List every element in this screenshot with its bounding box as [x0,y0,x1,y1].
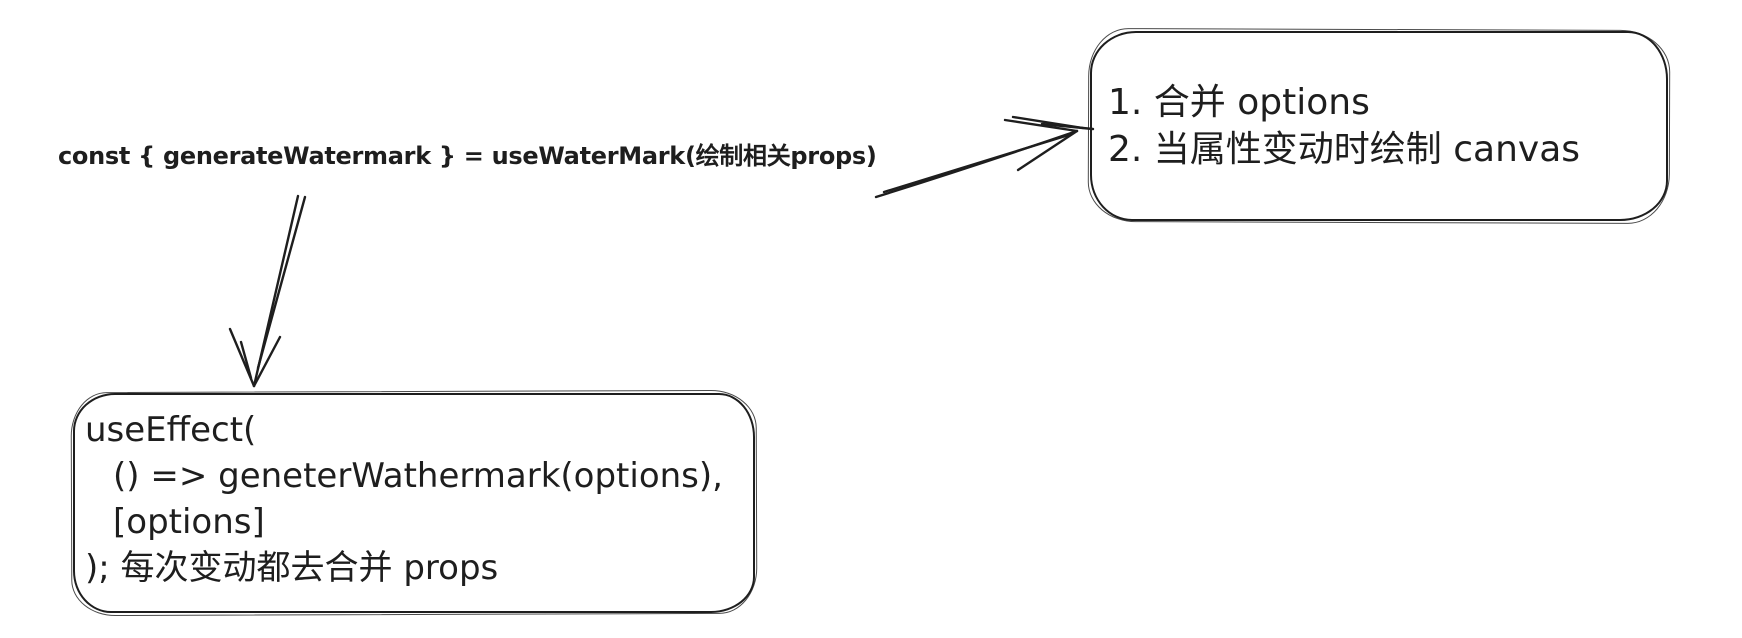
hook-behavior-line-1: 1. 合并 options [1108,82,1370,123]
use-effect-line-2: () => geneterWathermark(options), [113,456,723,496]
arrow-code-to-effect-box-icon [228,194,307,388]
use-effect-line-3: [options] [113,502,265,542]
arrow-code-to-hook-box-icon [874,115,1095,199]
use-effect-box: useEffect( () => geneterWathermark(optio… [73,393,755,613]
code-statement-text: const { generateWatermark } = useWaterMa… [58,142,877,170]
use-effect-line-1: useEffect( [85,410,257,450]
hook-behavior-line-2: 2. 当属性变动时绘制 canvas [1108,129,1581,170]
hook-behavior-box: 1. 合并 options 2. 当属性变动时绘制 canvas [1090,31,1668,221]
use-effect-line-4: ); 每次变动都去合并 props [85,548,499,588]
